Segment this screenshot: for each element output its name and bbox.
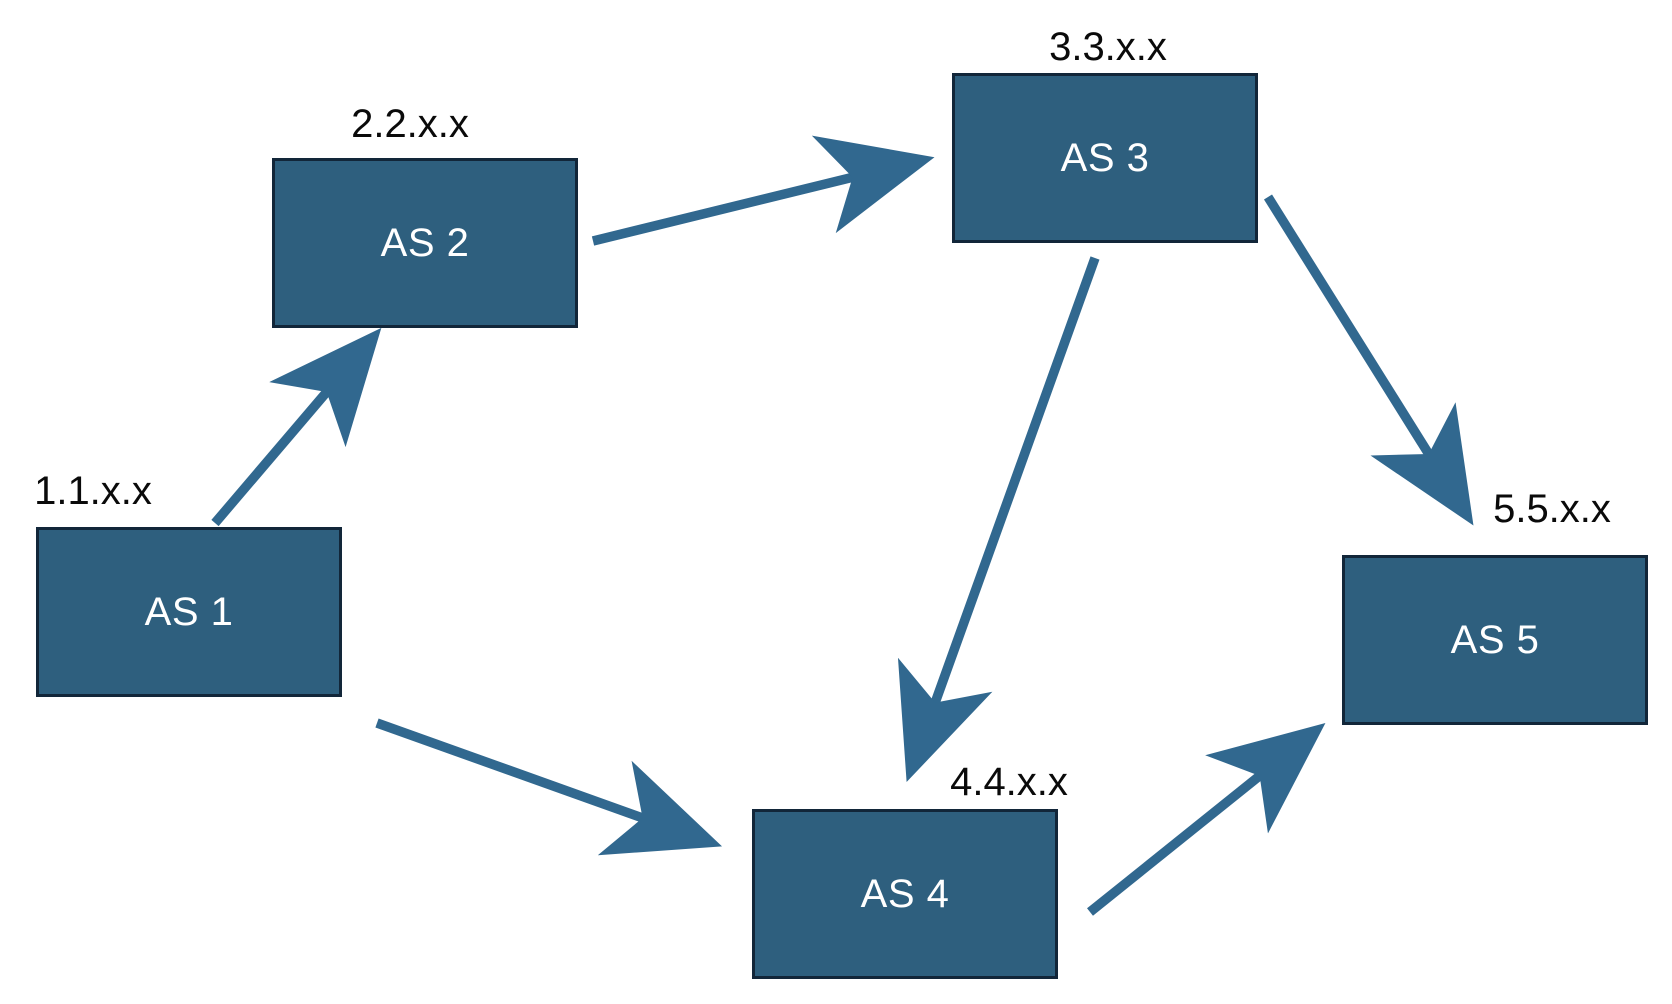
node-as5: AS 5	[1342, 555, 1648, 725]
node-as4-label: AS 4	[860, 872, 950, 916]
arrow-as2-to-as3	[591, 135, 935, 246]
node-as4: AS 4	[752, 809, 1058, 979]
node-as1: AS 1	[36, 527, 342, 697]
node-as5-label: AS 5	[1450, 618, 1540, 662]
arrow-as3-to-as5	[1263, 194, 1474, 526]
network-label-as3: 3.3.x.x	[1049, 25, 1167, 69]
arrow-as1-to-as4	[375, 718, 723, 856]
arrow-as4-to-as5	[1087, 723, 1326, 916]
node-as3-label: AS 3	[1060, 136, 1150, 180]
network-label-as2: 2.2.x.x	[351, 102, 469, 146]
node-as3: AS 3	[952, 73, 1258, 243]
network-label-as5: 5.5.x.x	[1493, 487, 1611, 531]
network-label-as4: 4.4.x.x	[950, 760, 1068, 804]
node-as2-label: AS 2	[380, 221, 470, 265]
network-label-as1: 1.1.x.x	[34, 469, 152, 513]
arrow-as1-to-as2	[211, 327, 382, 527]
node-as1-label: AS 1	[144, 590, 234, 634]
node-as2: AS 2	[272, 158, 578, 328]
arrow-as3-to-as4	[897, 256, 1100, 783]
